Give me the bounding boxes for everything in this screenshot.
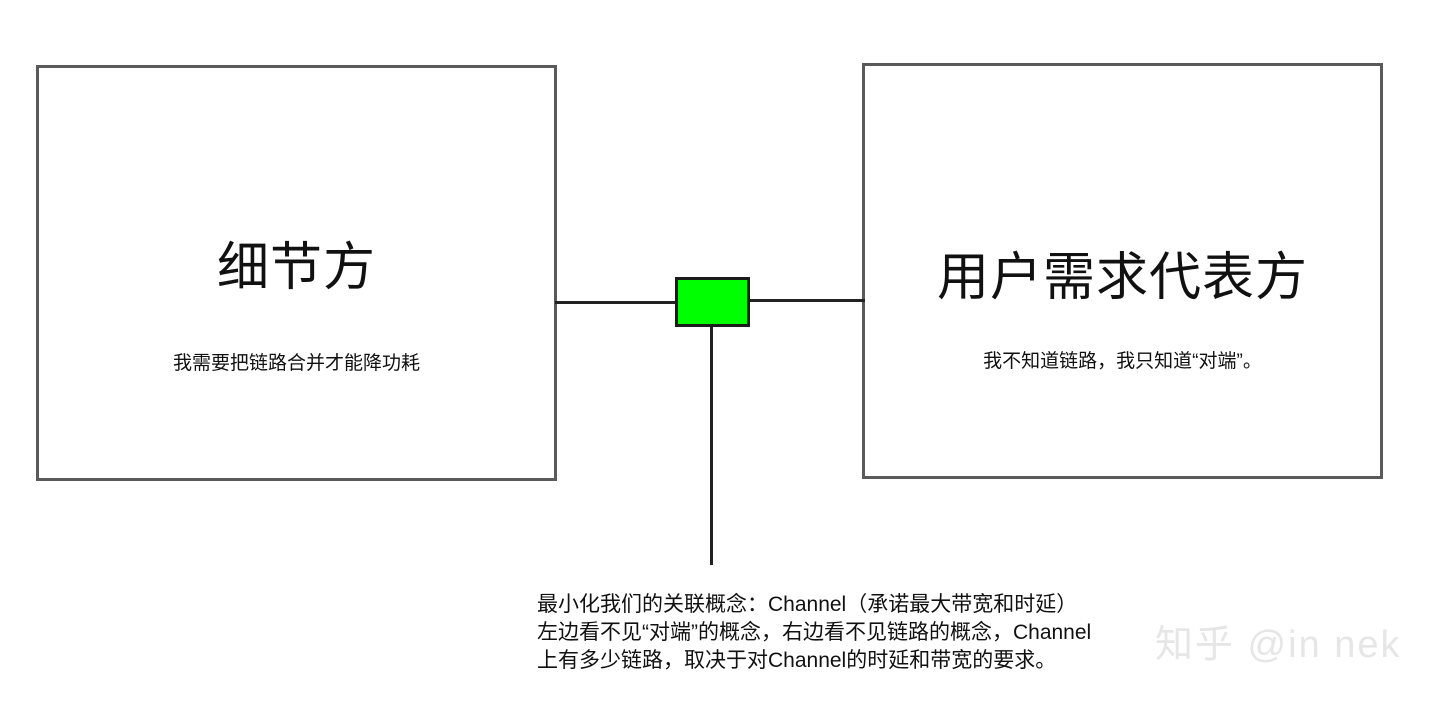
entity-box-detail-side-title: 细节方 xyxy=(216,239,376,297)
caption-line-1: 最小化我们的关联概念：Channel（承诺最大带宽和时延） xyxy=(537,593,1078,616)
channel-node xyxy=(675,277,750,327)
watermark: 知乎 @in nek xyxy=(1155,624,1402,666)
entity-box-user-requirement-side: 用户需求代表方 我不知道链路，我只知道“对端”。 xyxy=(862,63,1383,479)
connector-line-left xyxy=(555,301,678,304)
connector-line-down xyxy=(710,325,713,565)
entity-box-detail-side-subtitle: 我需要把链路合并才能降功耗 xyxy=(172,353,420,374)
entity-box-user-requirement-side-subtitle: 我不知道链路，我只知道“对端”。 xyxy=(983,351,1262,372)
entity-box-user-requirement-side-title: 用户需求代表方 xyxy=(936,249,1308,307)
caption-line-3: 上有多少链路，取决于对Channel的时延和带宽的要求。 xyxy=(537,649,1057,672)
entity-box-detail-side: 细节方 我需要把链路合并才能降功耗 xyxy=(36,65,557,481)
caption-line-2: 左边看不见“对端”的概念，右边看不见链路的概念，Channel xyxy=(537,621,1092,644)
caption-block: 最小化我们的关联概念：Channel（承诺最大带宽和时延） 左边看不见“对端”的… xyxy=(537,591,1091,675)
connector-line-right xyxy=(748,299,865,302)
